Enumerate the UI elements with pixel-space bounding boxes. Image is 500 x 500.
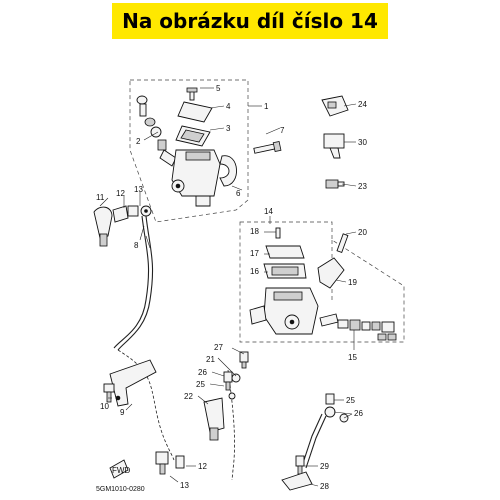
callout-18: 18 — [250, 227, 259, 236]
lower-left-bracket — [103, 359, 185, 479]
callout-24: 24 — [358, 100, 367, 109]
callout-13-lower: 13 — [180, 481, 189, 490]
callout-29: 29 — [320, 462, 329, 471]
upper-master-cylinder — [136, 87, 282, 207]
callout-21: 21 — [206, 355, 215, 364]
leader-lines — [99, 87, 357, 487]
switch-parts — [321, 95, 349, 189]
callout-27: 27 — [214, 343, 223, 352]
fwd-arrow-label: FWD — [112, 466, 130, 475]
callout-3: 3 — [226, 124, 231, 133]
group-boundary-upper — [129, 79, 249, 223]
callout-23: 23 — [358, 182, 367, 191]
callout-14: 14 — [264, 207, 273, 216]
callout-8: 8 — [134, 241, 139, 250]
callout-12: 12 — [116, 189, 125, 198]
master-cylinder-14 — [249, 227, 397, 341]
callout-25-left: 25 — [196, 380, 205, 389]
group-boundary-14 — [239, 221, 405, 343]
lower-right-fittings — [281, 393, 349, 491]
callout-28: 28 — [320, 482, 329, 491]
callout-numbers: 5 4 3 1 2 6 7 11 12 13 8 24 30 23 14 18 … — [96, 84, 367, 491]
part-number-banner: Na obrázku díl číslo 14 — [112, 3, 388, 39]
callout-12-lower: 12 — [198, 462, 207, 471]
callout-19: 19 — [348, 278, 357, 287]
callout-10: 10 — [100, 402, 109, 411]
callout-7: 7 — [280, 126, 285, 135]
callout-4: 4 — [226, 102, 231, 111]
callout-20: 20 — [358, 228, 367, 237]
diagram-reference-code: 5GM1010-0280 — [96, 486, 145, 493]
callout-30: 30 — [358, 138, 367, 147]
callout-2: 2 — [136, 137, 141, 146]
callout-15: 15 — [348, 353, 357, 362]
callout-1: 1 — [264, 102, 269, 111]
callout-6: 6 — [236, 189, 241, 198]
callout-13: 13 — [134, 185, 143, 194]
callout-5: 5 — [216, 84, 221, 93]
callout-11: 11 — [96, 193, 105, 202]
callout-16: 16 — [250, 267, 259, 276]
callout-25-right: 25 — [346, 396, 355, 405]
callout-26-right: 26 — [354, 409, 363, 418]
callout-17: 17 — [250, 249, 259, 258]
callout-22: 22 — [184, 392, 193, 401]
left-fitting-assembly — [93, 205, 152, 247]
callout-9: 9 — [120, 408, 125, 417]
middle-fittings — [203, 351, 249, 441]
callout-26-left: 26 — [198, 368, 207, 377]
